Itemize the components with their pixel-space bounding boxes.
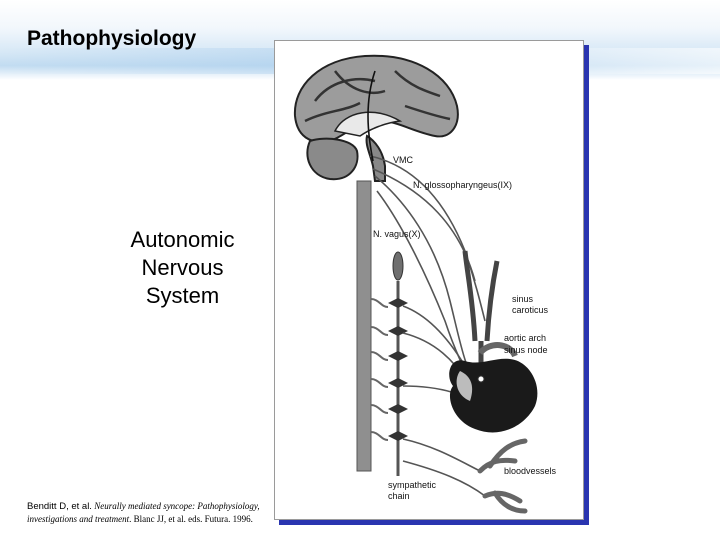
citation: Benditt D, et al. Neurally mediated sync… bbox=[27, 500, 263, 526]
label-glossopharyngeus: N. glossopharyngeus(IX) bbox=[413, 180, 512, 190]
label-sympathetic-chain-1: sympathetic bbox=[388, 480, 437, 490]
label-sympathetic-chain-2: chain bbox=[388, 491, 410, 501]
citation-authors: Benditt D, et al. bbox=[27, 501, 92, 512]
heart-illustration bbox=[449, 342, 538, 433]
label-vagus: N. vagus(X) bbox=[373, 229, 421, 239]
label-vmc: VMC bbox=[393, 155, 414, 165]
blood-vessels bbox=[477, 438, 528, 514]
subject-line-1: Autonomic bbox=[130, 227, 235, 252]
label-aortic-arch: aortic arch bbox=[504, 333, 546, 343]
citation-title: Neurally mediated syncope: Pathophysiolo… bbox=[27, 501, 260, 524]
citation-rest: . Blanc JJ, et al. eds. Futura. 1996. bbox=[129, 514, 253, 524]
label-sinus-node: sinus node bbox=[504, 345, 548, 355]
label-sinus-caroticus-1: sinus bbox=[512, 294, 534, 304]
autonomic-diagram: VMC N. glossopharyngeus(IX) N. vagus(X) … bbox=[293, 54, 557, 514]
brain-illustration bbox=[293, 54, 459, 182]
subject-line-3: System bbox=[145, 283, 220, 308]
subject-line-2: Nervous bbox=[141, 255, 224, 280]
autonomic-diagram-figure: VMC N. glossopharyngeus(IX) N. vagus(X) … bbox=[274, 40, 584, 520]
label-bloodvessels: bloodvessels bbox=[504, 466, 557, 476]
label-sinus-caroticus-2: caroticus bbox=[512, 305, 549, 315]
slide-title: Pathophysiology bbox=[27, 27, 197, 50]
sympathetic-chain bbox=[370, 251, 408, 476]
slide-subject: Autonomic Nervous System bbox=[110, 226, 255, 310]
spinal-cord bbox=[356, 180, 372, 472]
